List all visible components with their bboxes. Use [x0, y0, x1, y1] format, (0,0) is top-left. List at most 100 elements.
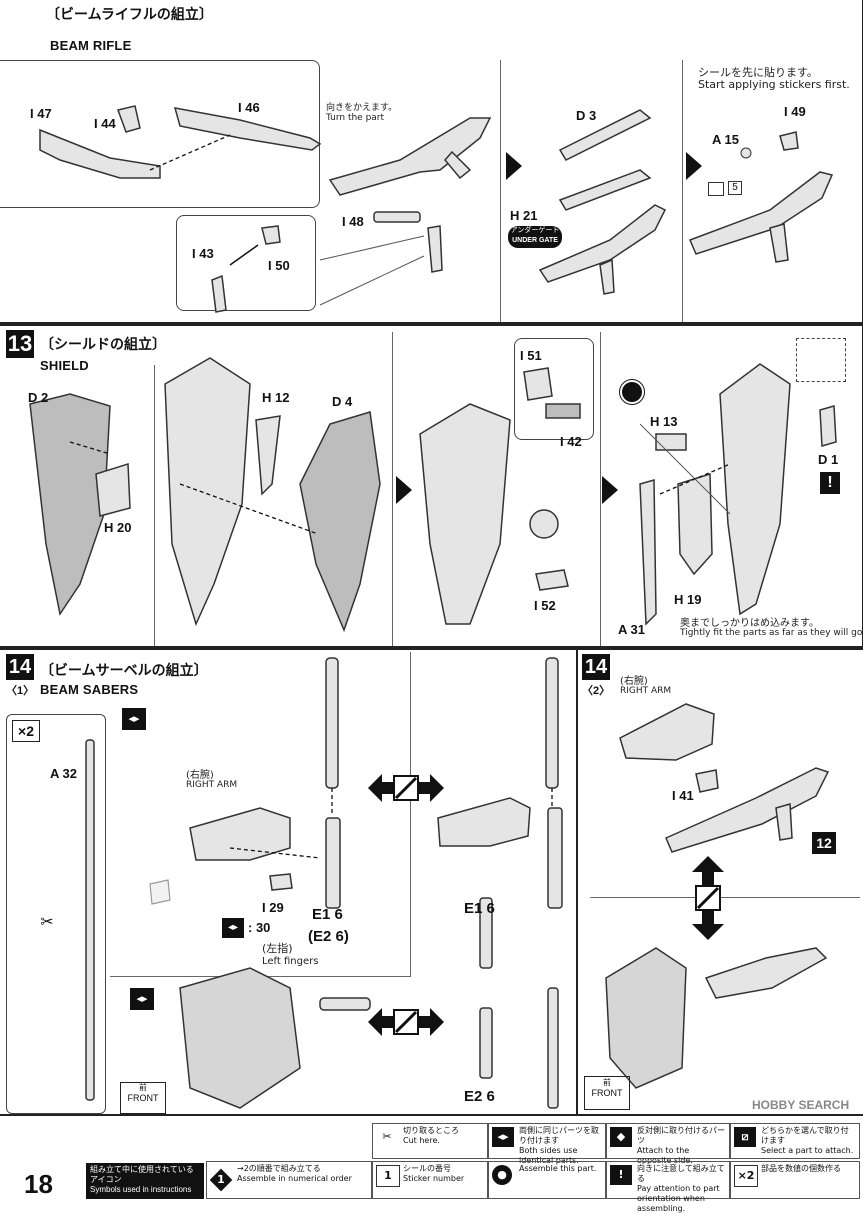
shield-parts-drawing — [29, 357, 837, 633]
label-i30: : 30 — [248, 920, 271, 935]
shield-h12 — [255, 415, 281, 496]
legend-text-jp: シールの番号 — [403, 1164, 451, 1173]
next-step-arrow-icon — [506, 152, 522, 180]
label-i47: I 47 — [30, 106, 52, 121]
label-h19: H 19 — [674, 592, 702, 607]
part-detail-frame — [796, 338, 846, 382]
rifle-grip — [775, 803, 793, 841]
x2-badge: ×2 — [12, 720, 40, 742]
rifle-barrel-part — [173, 107, 322, 151]
hilt-e2b — [479, 1007, 493, 1079]
mirror-icon: ◂▸ — [122, 708, 146, 730]
legend-text-en: Cut here. — [403, 1136, 440, 1145]
body-mount — [605, 947, 687, 1089]
count-icon: ×2 — [734, 1165, 758, 1187]
part-i43-grip — [427, 225, 443, 273]
part-i52 — [535, 569, 569, 591]
label-d4: D 4 — [332, 394, 353, 409]
legend-text-en: Sticker number — [403, 1174, 465, 1183]
label-h13: H 13 — [650, 414, 678, 429]
legend-text-jp: 向きに注意して組み立てる — [637, 1164, 725, 1183]
label-i44: I 44 — [94, 116, 116, 131]
legend-text-en: Assemble this part. — [519, 1164, 597, 1173]
fit-note-en: Tightly fit the parts as far as they wil… — [680, 628, 863, 638]
label-h20: H 20 — [104, 520, 132, 535]
divider-vertical — [500, 60, 501, 322]
label-d3: D 3 — [576, 108, 597, 123]
label-a31: A 31 — [618, 622, 645, 637]
step13-title-jp: 〔シールドの組立〕 — [40, 337, 166, 353]
scissors-icon: ✂ — [40, 914, 54, 931]
turn-note-jp: 向きをかえます。 — [326, 103, 398, 113]
divider-vertical — [392, 332, 393, 646]
legend-assemble: ● Assemble this part. — [488, 1161, 606, 1199]
front2-en: FRONT — [591, 1088, 623, 1098]
divider-horizontal — [590, 897, 860, 898]
part-i48 — [373, 211, 421, 223]
next-step-arrow-icon — [686, 152, 702, 180]
order-icon: 1 — [209, 1168, 233, 1192]
label-h12: H 12 — [262, 390, 290, 405]
caution-icon: ! — [820, 472, 840, 494]
opposite-icon: ◆ — [610, 1127, 632, 1147]
divider-vertical — [410, 652, 411, 977]
part-a15 — [740, 147, 752, 159]
right-arm-part — [189, 807, 291, 861]
part-i51 — [523, 367, 553, 401]
rifle-subframe — [0, 60, 320, 208]
h21-grip — [599, 258, 615, 295]
saber-rod-long-b — [545, 657, 559, 789]
label-i52: I 52 — [534, 598, 556, 613]
part-i49 — [779, 131, 799, 151]
next-step-arrow-icon — [396, 476, 412, 504]
h21-rifle — [538, 204, 667, 283]
mirror-icon: ◂▸ — [130, 988, 154, 1010]
mirror-icon: ◂▸ — [492, 1127, 514, 1147]
shield-h20 — [95, 462, 131, 517]
left-fingers-en: Left fingers — [262, 956, 319, 967]
legend-mirror: ◂▸ 両側に同じパーツを取り付けます Both sides use identi… — [488, 1123, 606, 1165]
legend-text-jp: どちらかを選んで取り付けます — [761, 1126, 849, 1145]
legend-text-jp: 反対側に取り付けるパーツ — [637, 1126, 725, 1145]
turn-note-en: Turn the part — [326, 113, 385, 123]
label-e2: (E2 6) — [308, 928, 349, 945]
step13-title-en: SHIELD — [40, 358, 89, 373]
right-arm-part — [619, 703, 715, 761]
hilt-e1b — [479, 897, 493, 969]
label-e1: E1 6 — [312, 906, 343, 923]
under-gate-jp: アンダーゲート — [510, 227, 560, 234]
part-i42 — [545, 403, 581, 419]
right-arm2-jp: (右腕) — [620, 676, 648, 687]
shield-d2 — [29, 393, 111, 616]
left-fingers-jp: (左指) — [262, 942, 293, 955]
fingers-removed — [149, 879, 171, 905]
sticker-first-en: Start applying stickers first. — [698, 78, 850, 91]
label-i29: I 29 — [262, 900, 284, 915]
legend-text-jp: 切り取るところ — [403, 1126, 459, 1135]
right-arm-part-b — [437, 797, 531, 847]
step14-1-title-jp: 〔ビームサーベルの組立〕 — [40, 663, 208, 679]
next-step-arrow-icon — [602, 476, 618, 504]
rifle-body-part — [39, 128, 161, 179]
legend-count: ×2 部品を数値の個数作る — [730, 1161, 860, 1199]
rifle-grip — [444, 150, 472, 180]
step12-title-en: BEAM RIFLE — [50, 38, 132, 53]
legend-opposite: ◆ 反対側に取り付けるパーツ Attach to the opposite si… — [606, 1123, 730, 1165]
finger-i29 — [269, 873, 293, 891]
saber-rod-a32 — [85, 739, 95, 1101]
step14-1-sub: 〈1〉 — [6, 685, 35, 697]
label-d1: D 1 — [818, 452, 839, 467]
rifle-mount — [704, 947, 828, 999]
label-h21: H 21 — [510, 208, 538, 223]
label-i50: I 50 — [268, 258, 290, 273]
joint-part — [529, 509, 559, 539]
rifle-on-arm — [665, 767, 830, 853]
assemble-icon: ● — [492, 1165, 512, 1185]
part-d1 — [819, 405, 837, 447]
front-direction-icon: 前 FRONT — [584, 1076, 630, 1110]
final-rifle — [689, 171, 834, 255]
label-e1b: E1 6 — [464, 900, 495, 917]
select-icon: ⧄ — [734, 1127, 756, 1147]
colored-part-icon — [620, 380, 644, 404]
under-gate-badge: アンダーゲート UNDER GATE — [508, 226, 562, 248]
